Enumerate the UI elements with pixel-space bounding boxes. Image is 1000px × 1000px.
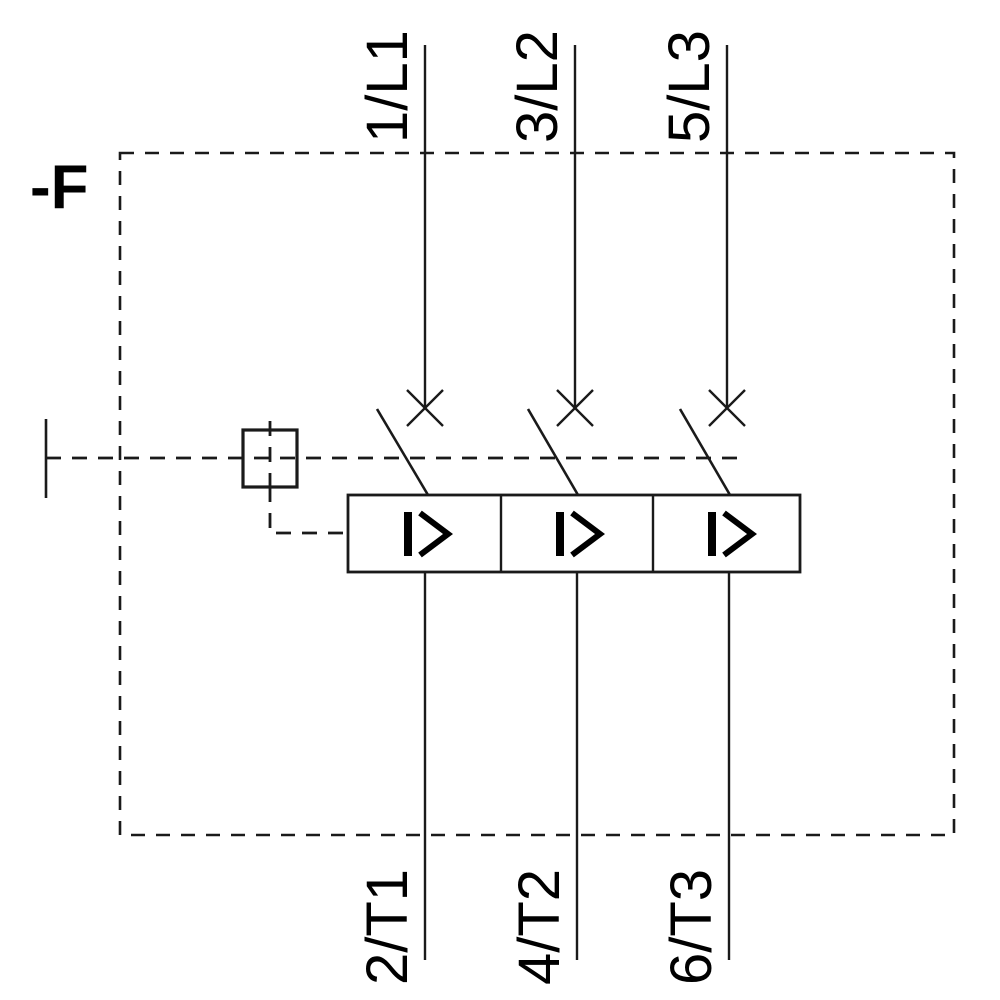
contact-cross-l1	[406, 389, 444, 427]
overcurrent-symbol-pole-2	[556, 510, 605, 558]
contact-cross-l2	[556, 389, 594, 427]
switch-blade-pole-1	[375, 408, 430, 496]
terminal-label-2-t1: 2/T1	[355, 869, 420, 985]
terminal-label-1-l1: 1/L1	[355, 30, 420, 143]
overcurrent-symbol-pole-1	[404, 510, 453, 558]
contact-cross-l3	[708, 389, 746, 427]
terminal-label-6-t3: 6/T3	[659, 869, 724, 985]
switch-blade-pole-3	[678, 408, 732, 496]
terminal-label-4-t2: 4/T2	[507, 869, 572, 985]
terminal-label-3-l2: 3/L2	[505, 30, 570, 143]
overcurrent-symbol-pole-3	[708, 510, 757, 558]
trip-linkage-dashed	[268, 487, 348, 535]
switch-blade-pole-2	[526, 408, 580, 496]
terminal-label-5-l3: 5/L3	[657, 30, 722, 143]
device-enclosure-dashed-box	[118, 151, 956, 837]
device-designation-label: -F	[30, 153, 89, 222]
overcurrent-relay-block	[346, 493, 802, 574]
